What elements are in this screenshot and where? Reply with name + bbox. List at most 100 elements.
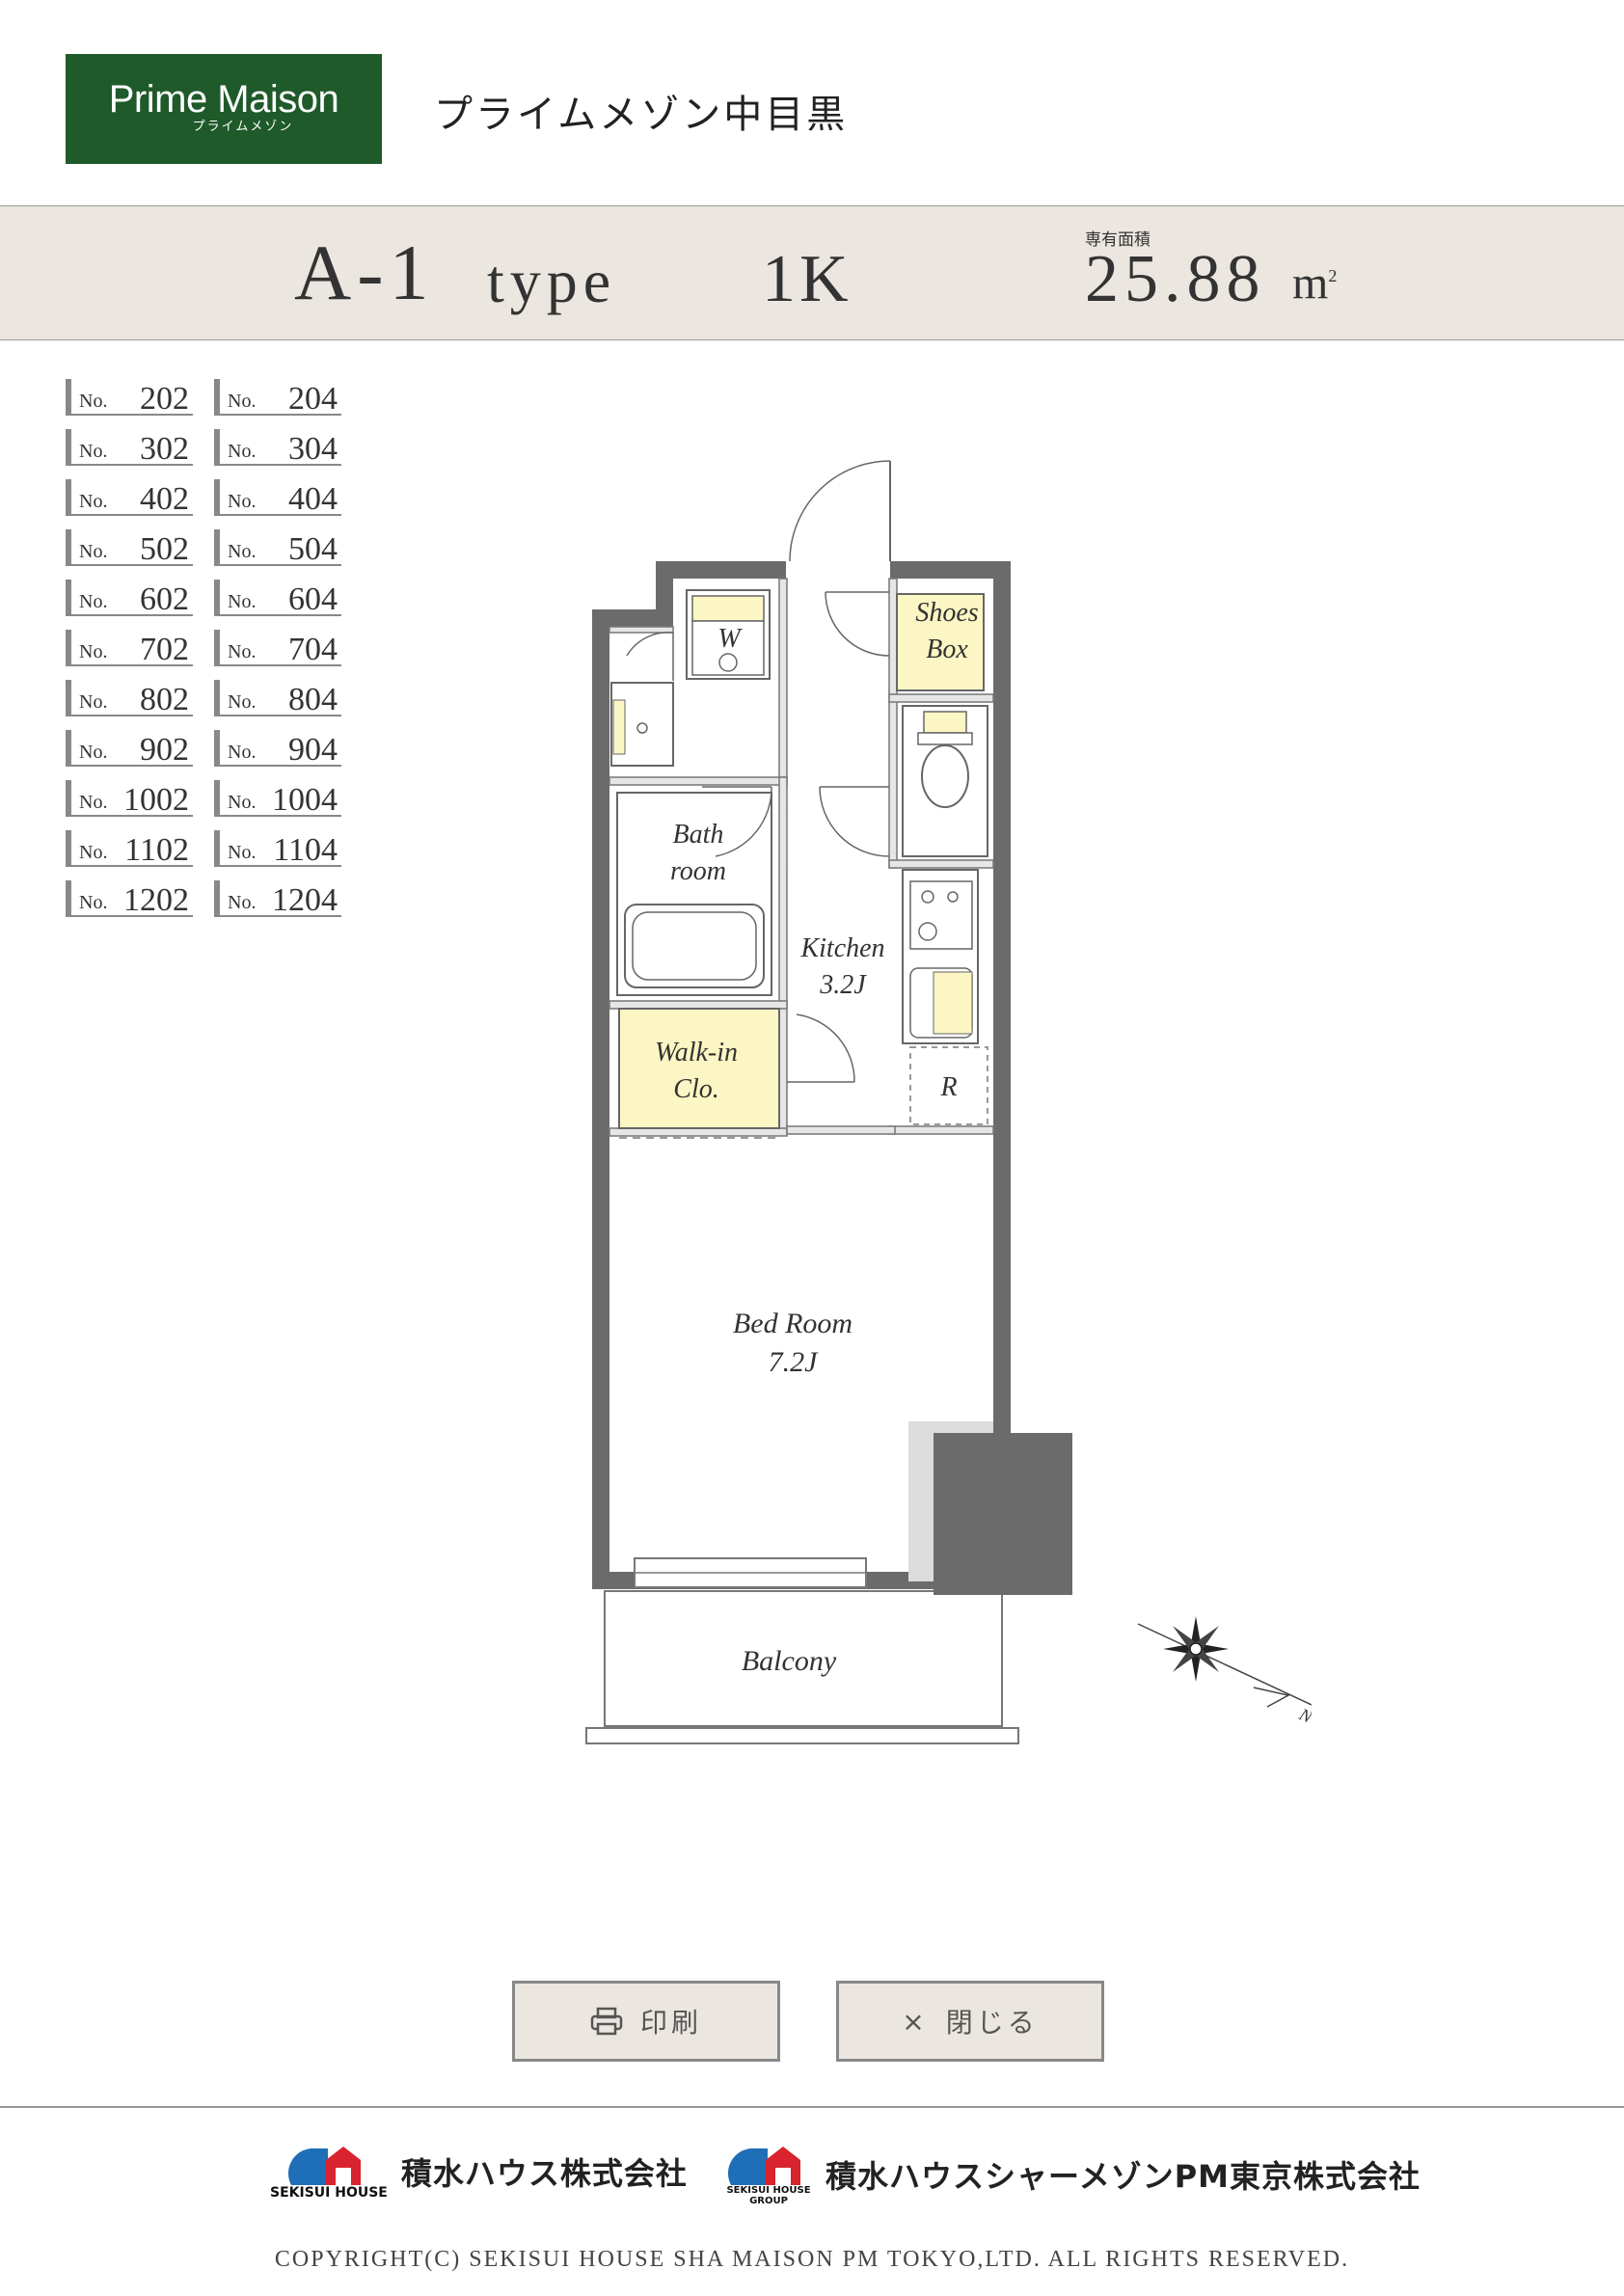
- north-label: N: [1295, 1704, 1312, 1727]
- room-no-prefix: No.: [79, 792, 108, 813]
- room-number-item: No. 402: [66, 479, 193, 517]
- room-no-prefix: No.: [228, 842, 257, 863]
- room-number: 1004: [272, 782, 338, 818]
- room-number: 1002: [123, 782, 189, 818]
- shoes-label-1: Shoes: [915, 598, 978, 628]
- close-icon: ×: [902, 2005, 929, 2038]
- entrance-door: [786, 460, 891, 579]
- room-number: 802: [140, 682, 189, 717]
- room-number-item: No.404: [214, 479, 341, 517]
- room-number-item: No. 1104: [214, 830, 341, 868]
- room-number-item: No.802: [66, 680, 193, 717]
- room-number-item: No. 204: [214, 379, 341, 417]
- area-value: 25.88: [1085, 242, 1266, 316]
- room-number: 402: [140, 481, 189, 517]
- room-number: 404: [288, 481, 338, 517]
- washing-machine-area: W: [686, 589, 771, 680]
- room-number-item: No.504: [214, 529, 341, 567]
- kitchen-label-2: 3.2J: [819, 970, 867, 1000]
- balcony-label: Balcony: [742, 1645, 837, 1677]
- corp2-tag-1: SEKISUI HOUSE: [726, 2185, 811, 2196]
- room-number: 1102: [124, 832, 189, 868]
- room-number: 1104: [273, 832, 338, 868]
- room-no-prefix: No.: [228, 691, 257, 713]
- room-no-prefix: No.: [79, 842, 108, 863]
- room-number: 604: [288, 581, 338, 617]
- room-no-prefix: No.: [228, 591, 257, 612]
- room-number-item: No.302: [66, 429, 193, 467]
- room-number-item: No. 902: [66, 730, 193, 768]
- room-number: 602: [140, 581, 189, 617]
- shoes-box: Shoes Box: [825, 591, 985, 691]
- compass-icon: N: [1137, 1616, 1312, 1727]
- sekisui-house-logo: SEKISUI HOUSE 積水ハウス株式会社: [270, 2143, 688, 2201]
- room-number: 302: [140, 431, 189, 467]
- bedroom-label-2: 7.2J: [769, 1346, 820, 1378]
- property-name: プライムメゾン中目黒: [434, 93, 849, 137]
- room-number-item: No. 502: [66, 529, 193, 567]
- room-number: 1204: [272, 882, 338, 918]
- room-no-prefix: No.: [228, 892, 257, 913]
- balcony: [585, 1590, 1019, 1744]
- kitchen-label-1: Kitchen: [799, 933, 884, 963]
- room-no-prefix: No.: [228, 391, 257, 412]
- room-number: 202: [140, 381, 189, 417]
- internal-walls: [609, 578, 994, 1137]
- room-no-prefix: No.: [79, 742, 108, 763]
- bath-label-1: Bath: [673, 820, 724, 850]
- room-number: 304: [288, 431, 338, 467]
- printer-icon: [590, 2007, 623, 2036]
- room-no-prefix: No.: [79, 391, 108, 412]
- room-number: 804: [288, 682, 338, 717]
- bath-label-2: room: [670, 856, 726, 886]
- room-no-prefix: No.: [228, 742, 257, 763]
- room-number: 902: [140, 732, 189, 768]
- sekisui-house-group-mark-icon: [727, 2147, 800, 2185]
- bedroom-label-1: Bed Room: [733, 1308, 853, 1339]
- print-button[interactable]: 印刷: [512, 1981, 780, 2062]
- area-label: 専有面積: [1085, 230, 1150, 250]
- room-number-item: No. 604: [214, 580, 341, 617]
- washer-label: W: [717, 624, 743, 654]
- room-number-item: No. 1204: [214, 880, 341, 918]
- walkin-label-2: Clo.: [673, 1074, 718, 1104]
- room-no-prefix: No.: [228, 541, 257, 562]
- prime-maison-logo: Prime Maison プライムメゾン: [66, 54, 382, 164]
- type-word: type: [487, 247, 617, 315]
- room-number-item: No. 1004: [214, 780, 341, 818]
- type-band: [0, 205, 1624, 340]
- room-number-item: No. 1102: [66, 830, 193, 868]
- room-number-item: No.304: [214, 429, 341, 467]
- room-number-item: No. 202: [66, 379, 193, 417]
- toilet: [819, 705, 988, 857]
- room-number: 204: [288, 381, 338, 417]
- area-unit-base: m: [1292, 257, 1329, 309]
- room-no-prefix: No.: [79, 491, 108, 512]
- room-no-prefix: No.: [228, 641, 257, 662]
- walk-in-closet: Walk-in Clo.: [618, 1008, 855, 1139]
- room-number-item: No. 1002: [66, 780, 193, 818]
- room-number: 502: [140, 531, 189, 567]
- room-number-item: No.702: [66, 630, 193, 667]
- copyright: COPYRIGHT(C) SEKISUI HOUSE SHA MAISON PM…: [274, 2247, 1350, 2272]
- kitchen-counter: Kitchen 3.2J R: [786, 791, 988, 1125]
- room-no-prefix: No.: [228, 792, 257, 813]
- area-unit-sup: 2: [1328, 266, 1338, 285]
- area-unit: m2: [1292, 257, 1337, 310]
- room-no-prefix: No.: [79, 641, 108, 662]
- logo-main-text: Prime Maison: [108, 78, 339, 121]
- room-number-item: No. 704: [214, 630, 341, 667]
- corp2-tag-2: GROUP: [749, 2196, 788, 2206]
- room-no-prefix: No.: [79, 541, 108, 562]
- close-button[interactable]: × 閉じる: [836, 1981, 1104, 2062]
- room-number: 904: [288, 732, 338, 768]
- room-no-prefix: No.: [79, 892, 108, 913]
- print-button-label: 印刷: [639, 2007, 702, 2039]
- room-number: 1202: [123, 882, 189, 918]
- room-number: 704: [288, 632, 338, 667]
- room-no-prefix: No.: [79, 591, 108, 612]
- bath-room: Bath room: [616, 786, 772, 996]
- corp2-name: 積水ハウスシャーメゾンPM東京株式会社: [826, 2158, 1421, 2195]
- type-id: A-1: [294, 229, 435, 316]
- floor-plan: W Bath room Walk-in Clo. Shoes Box: [585, 460, 1312, 1744]
